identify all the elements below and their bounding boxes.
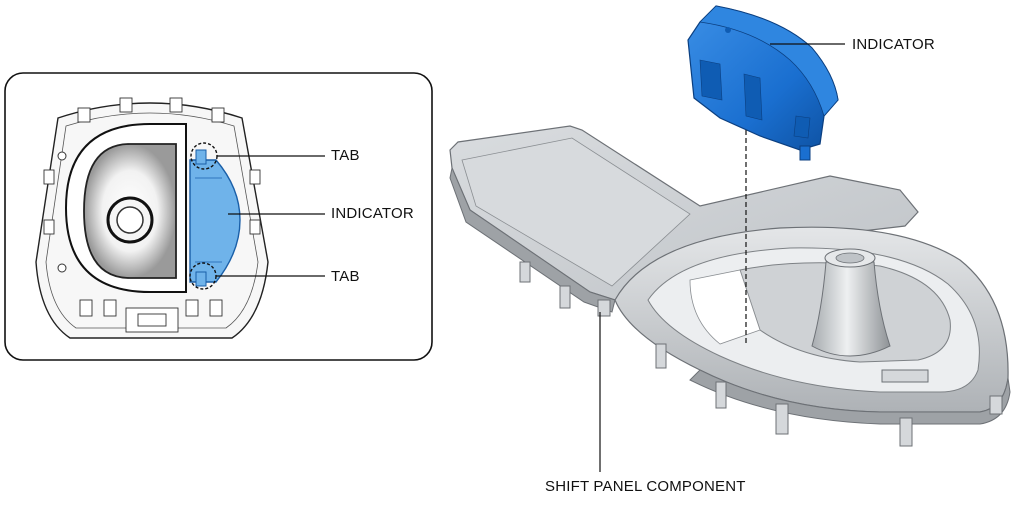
label-indicator-main: INDICATOR <box>852 36 935 53</box>
shift-boot <box>811 261 891 357</box>
detail-clips <box>43 97 261 333</box>
indicator-part <box>687 5 839 161</box>
shift-panel-component <box>449 125 1011 447</box>
label-tab-bottom: TAB <box>331 268 360 285</box>
detail-indicator <box>189 159 241 283</box>
detail-view <box>4 72 433 361</box>
detail-bezel-inner <box>45 112 259 329</box>
label-indicator-detail: INDICATOR <box>331 205 414 222</box>
main-view <box>449 5 1011 472</box>
label-shift-panel-component: SHIFT PANEL COMPONENT <box>545 478 746 495</box>
label-tab-top: TAB <box>331 147 360 164</box>
